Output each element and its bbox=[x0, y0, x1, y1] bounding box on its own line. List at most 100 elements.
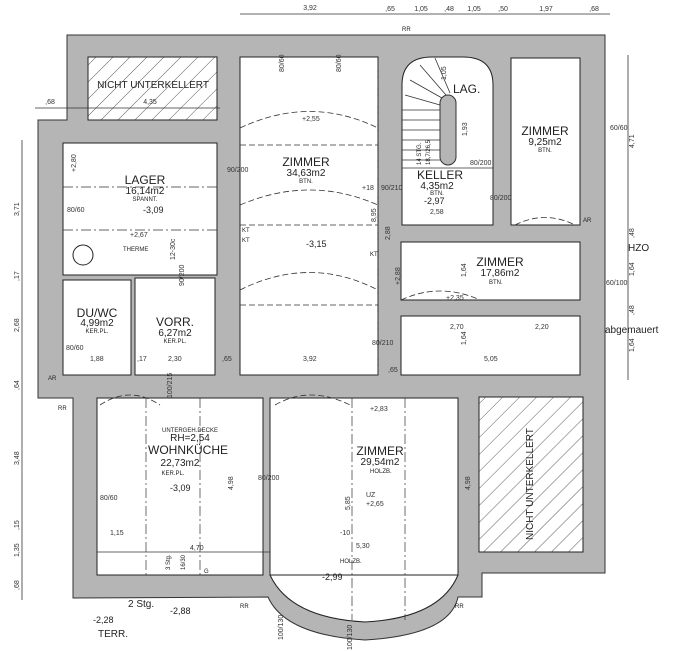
stair-core bbox=[439, 94, 457, 166]
dim-top-2: 1,05 bbox=[414, 6, 428, 13]
dim-top-6: 1,97 bbox=[539, 6, 553, 13]
floor-vorr: KER.PL. bbox=[163, 339, 186, 345]
level3-zimmer-29: -10 bbox=[340, 530, 350, 537]
marker-rr-4: RR bbox=[455, 604, 464, 610]
dim-inner-5: 2,70 bbox=[450, 324, 464, 331]
area-zimmer-29: 29,54m2 bbox=[361, 457, 400, 468]
dim-upper-left-0: ,68 bbox=[45, 99, 55, 106]
floor-zimmer-17: BTN. bbox=[489, 280, 503, 286]
stairs-wohnkueche: 3 Stg. bbox=[166, 554, 172, 570]
label-rh: RH=2,54 bbox=[170, 433, 210, 444]
staircase bbox=[402, 57, 493, 169]
label-therme: THERME bbox=[123, 247, 148, 253]
dim-left-4: 3,48 bbox=[14, 451, 21, 465]
dimension-lines bbox=[21, 13, 629, 600]
room-abgemauert bbox=[400, 315, 581, 376]
dim-inner-8: ,65 bbox=[388, 367, 398, 374]
floor-keller: BTN. bbox=[430, 191, 444, 197]
floor2-zimmer-29: HOLZB. bbox=[340, 559, 362, 565]
level2-terrace: -2,88 bbox=[170, 606, 191, 616]
stairdim-wohnkueche: 16/30 bbox=[181, 554, 187, 570]
room-wohnkueche bbox=[96, 397, 264, 576]
dim-top-0: 3,92 bbox=[303, 5, 317, 12]
dim-inner-15: 5,85 bbox=[345, 496, 352, 510]
label-zimmer-34: ZIMMER bbox=[282, 155, 330, 169]
dim-inner-3: ,65 bbox=[222, 356, 232, 363]
dim-right-0: 4,71 bbox=[629, 134, 636, 148]
dim-left-5: ,15 bbox=[14, 520, 21, 530]
dim-left-7: ,68 bbox=[14, 580, 21, 590]
opening-w6: 100/215 bbox=[167, 373, 174, 398]
label-nicht-unterkellert-top: NICHT UNTERKELLERT bbox=[97, 80, 209, 91]
floor-wohnkueche: KER.PL. bbox=[161, 471, 184, 477]
dim-left-3: ,64 bbox=[14, 380, 21, 390]
dim-inner-1: ,17 bbox=[137, 356, 147, 363]
label-lag: LAG. bbox=[453, 82, 480, 96]
dim-top-4: 1,05 bbox=[467, 6, 481, 13]
opening-d3: 90/210 bbox=[381, 185, 403, 192]
marker-plus18: +18 bbox=[362, 185, 374, 192]
dim-top-1: ,65 bbox=[385, 6, 395, 13]
dim-upper-left-1: 4,35 bbox=[143, 99, 157, 106]
dim-top-5: ,50 bbox=[498, 6, 508, 13]
opening-d1: 90/200 bbox=[227, 167, 249, 174]
opening-w5: 80/60 bbox=[66, 345, 84, 352]
area-vorr: 6,27m2 bbox=[158, 328, 192, 339]
room-nicht-unterkellert-right bbox=[478, 396, 584, 553]
area-lager: 16,14m2 bbox=[126, 186, 165, 197]
opening-w11: 90/200 bbox=[179, 264, 186, 286]
opening-w4: 60/100 bbox=[606, 280, 628, 287]
label-zimmer-9: ZIMMER bbox=[521, 124, 569, 138]
dim-inner-21: 1,64 bbox=[461, 331, 468, 345]
dim-right-3: ,48 bbox=[629, 305, 636, 315]
dim-inner-12: 4,98 bbox=[228, 476, 235, 490]
opening-d6: 80/200 bbox=[490, 195, 512, 202]
area-duwc: 4,99m2 bbox=[80, 318, 114, 329]
dim-inner-13: 4,98 bbox=[465, 476, 472, 490]
opening-d5: 80/200 bbox=[258, 475, 280, 482]
marker-rr-2: RR bbox=[58, 406, 67, 412]
opening-d4: 80/210 bbox=[372, 340, 394, 347]
dim-left-2: 2,68 bbox=[14, 318, 21, 332]
room-lager bbox=[62, 142, 218, 276]
marker-ar-2: AR bbox=[48, 376, 57, 382]
marker-rr-1: RR bbox=[402, 27, 411, 33]
dim-left-6: 1,35 bbox=[14, 543, 21, 557]
label-lager: LAGER bbox=[125, 173, 166, 187]
stairs-keller: 14 STG. bbox=[417, 142, 423, 165]
level-zimmer-17: +2,35 bbox=[446, 295, 464, 302]
level2-zimmer-29: +2,83 bbox=[370, 406, 388, 413]
label-ceiling: UNTERGEH.DECKE bbox=[162, 428, 218, 434]
dim-inner-18: 2,58 bbox=[430, 209, 444, 216]
label-wohnkueche: WOHNKÜCHE bbox=[148, 443, 228, 457]
label-keller: KELLER bbox=[417, 168, 463, 182]
area-zimmer-9: 9,25m2 bbox=[528, 137, 562, 148]
area-zimmer-17: 17,86m2 bbox=[481, 268, 520, 279]
room-duwc bbox=[62, 279, 132, 376]
dim-inner-10: 1,15 bbox=[110, 530, 124, 537]
room-zimmer-9 bbox=[510, 57, 581, 226]
stairs-terrace: 2 Stg. bbox=[128, 599, 154, 610]
floor-duwc: KER.PL. bbox=[85, 329, 108, 335]
vault-lines bbox=[63, 60, 576, 620]
area-wohnkueche: 22,73m2 bbox=[161, 458, 200, 469]
label-terrace: TERR. bbox=[98, 629, 128, 640]
marker-kt-1: KT bbox=[242, 228, 250, 234]
room-nicht-unterkellert-top bbox=[87, 56, 218, 121]
room-vorr bbox=[134, 277, 216, 376]
room-zimmer-17 bbox=[400, 241, 581, 301]
bay-window bbox=[269, 574, 459, 623]
opening-w3: 60/60 bbox=[610, 125, 628, 132]
marker-g: G bbox=[204, 569, 209, 575]
dim-left-1: ,17 bbox=[14, 271, 21, 281]
uzlevel-zimmer-29: +2,65 bbox=[366, 501, 384, 508]
therme-tank bbox=[72, 244, 94, 266]
label-zimmer-29: ZIMMER bbox=[356, 444, 404, 458]
level-terrace: -2,28 bbox=[93, 615, 114, 625]
marker-kt-2: KT bbox=[242, 238, 250, 244]
dim-inner-17: 1,05 bbox=[441, 66, 448, 80]
dim-inner-9: 4,70 bbox=[190, 545, 204, 552]
label-abgemauert: abgemauert bbox=[605, 325, 659, 336]
dim-top-3: ,48 bbox=[444, 6, 454, 13]
level2-zimmer-34: +2,55 bbox=[302, 116, 320, 123]
